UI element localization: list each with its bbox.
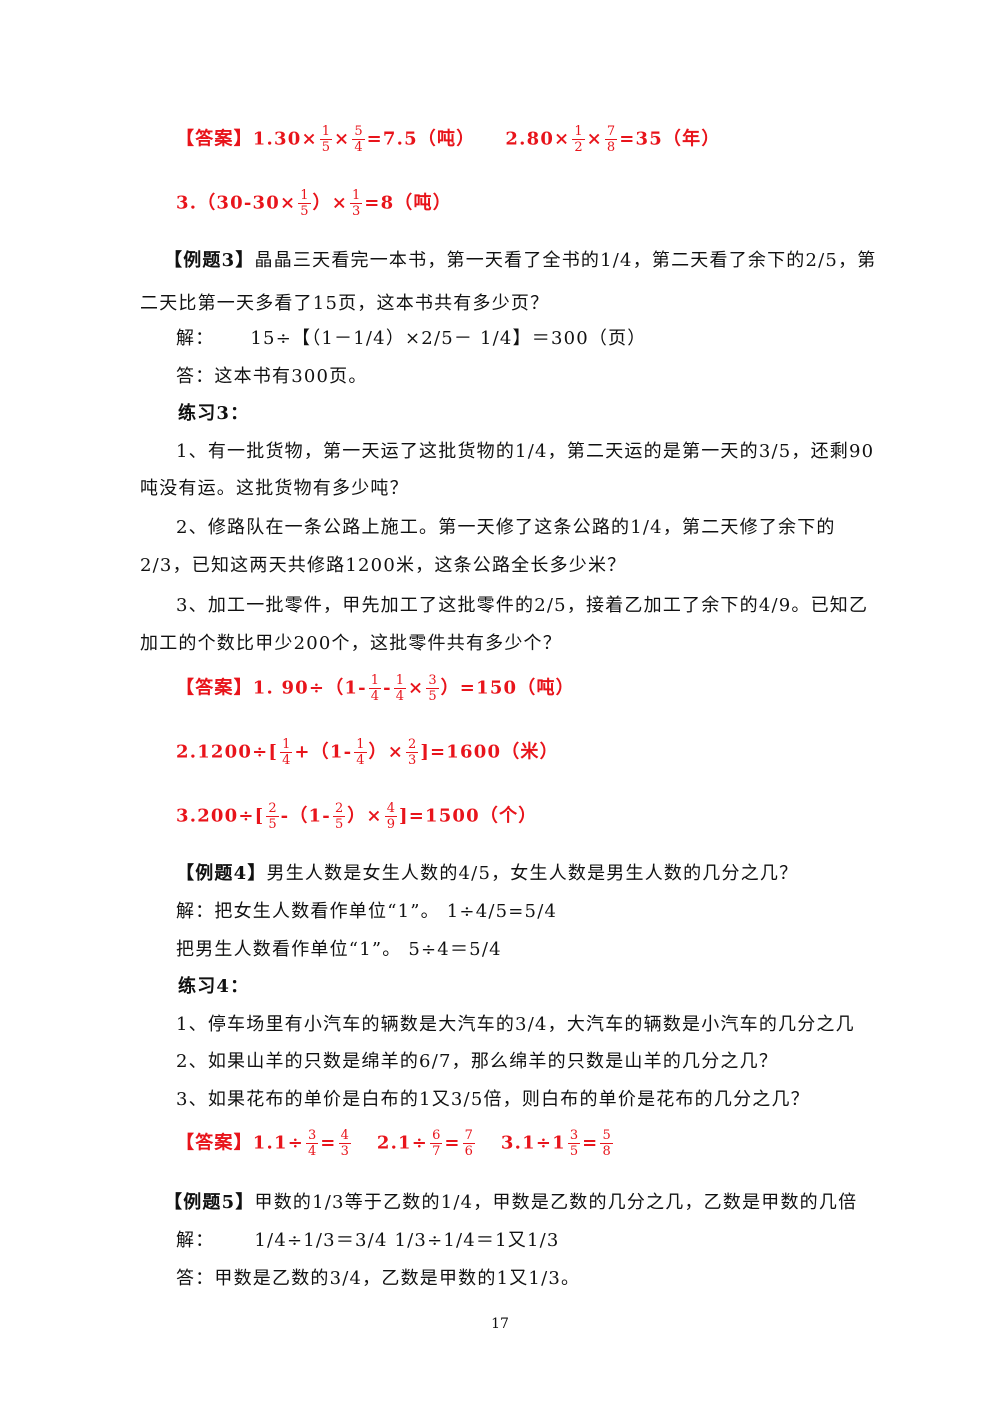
practice-3-title: 练习3： (178, 403, 250, 424)
practice-4-q1: 1、停车场里有小汽车的辆数是大汽车的3/4，大汽车的辆数是小汽车的几分之几 (176, 1014, 855, 1035)
practice-3-q3-cont: 加工的个数比甲少200个，这批零件共有多少个？ (140, 633, 562, 654)
answer-text: 【答案】1.1÷ (176, 1132, 304, 1154)
example-text: 男生人数是女生人数的4/5，女生人数是男生人数的几分之几？ (266, 863, 799, 884)
practice-3-q1: 1、有一批货物，第一天运了这批货物的1/4，第二天运的是第一天的3/5，还剩90 (176, 441, 875, 462)
answer-text: ]=1500（个） (398, 805, 538, 827)
example-3-text-1: 【例题3】晶晶三天看完一本书，第一天看了全书的1/4，第二天看了余下的2/5，第 (164, 246, 876, 272)
solution-label: 解： (176, 328, 215, 349)
solution-text: 1/4÷1/3＝3/4 1/3÷1/4＝1又1/3 (254, 1230, 560, 1251)
example-5-text: 【例题5】甲数的1/3等于乙数的1/4，甲数是乙数的几分之几，乙数是甲数的几倍 (164, 1188, 857, 1214)
mixed-number-integer: 1 (552, 1132, 566, 1154)
example-tag: 【例题4】 (176, 863, 267, 884)
answer-text: - (383, 677, 392, 699)
answer-text: × (334, 128, 351, 150)
example-3-answer: 答：这本书有300页。 (176, 366, 368, 387)
answer-text: ）× (368, 741, 405, 763)
answer-text: +（1- (294, 741, 353, 763)
answer-text: 3.1÷ (500, 1132, 553, 1154)
answer-text: 2.80× (505, 128, 571, 150)
answer-text: ）=150（吨） (440, 677, 575, 699)
answer-text: =7.5（吨） (366, 128, 476, 150)
example-text: 甲数的1/3等于乙数的1/4，甲数是乙数的几分之几，乙数是甲数的几倍 (254, 1192, 858, 1213)
answer-text: -（1- (280, 805, 331, 827)
answer-text: 3.200÷[ (176, 805, 265, 827)
practice-4-q2: 2、如果山羊的只数是绵羊的6/7，那么绵羊的只数是山羊的几分之几？ (176, 1051, 779, 1072)
example-4-text: 【例题4】男生人数是女生人数的4/5，女生人数是男生人数的几分之几？ (176, 859, 798, 885)
example-4-solution-2: 把男生人数看作单位“1”。 5÷4＝5/4 (176, 939, 502, 960)
example-tag: 【例题3】 (164, 250, 255, 271)
example-3-solution: 解： 15÷【（1－1/4）×2/5－ 1/4】＝300（页） (176, 324, 647, 350)
answer-text: ]=1600（米） (420, 741, 559, 763)
answer-text: 【答案】1. 90÷（1- (176, 677, 367, 699)
answer-text: 2.1200÷[ (176, 741, 279, 763)
answer-text: = (582, 1132, 599, 1154)
solution-label: 解： (176, 1230, 215, 1251)
practice-4-q3: 3、如果花布的单价是白布的1又3/5倍，则白布的单价是花布的几分之几？ (176, 1089, 810, 1110)
answer-text: =35（年） (619, 128, 721, 150)
example-5-solution: 解： 1/4÷1/3＝3/4 1/3÷1/4＝1又1/3 (176, 1226, 560, 1252)
answer-text: ）× (312, 192, 349, 214)
answer-text: 【答案】1.30× (176, 128, 318, 150)
answer-text: = (320, 1132, 337, 1154)
answer-text: ）× (347, 805, 383, 827)
example-text: 晶晶三天看完一本书，第一天看了全书的1/4，第二天看了余下的2/5，第 (254, 250, 877, 271)
solution-text: 15÷【（1－1/4）×2/5－ 1/4】＝300（页） (250, 328, 647, 349)
page-number: 17 (491, 1316, 509, 1332)
example-tag: 【例题5】 (164, 1192, 255, 1213)
answer-text: =8（吨） (364, 192, 452, 214)
practice-3-q2-cont: 2/3，已知这两天共修路1200米，这条公路全长多少米？ (140, 555, 627, 576)
practice-3-q1-cont: 吨没有运。这批货物有多少吨？ (140, 478, 409, 499)
practice-3-q3: 3、加工一批零件，甲先加工了这批零件的2/5，接着乙加工了余下的4/9。已知乙 (176, 595, 869, 616)
example-4-solution-1: 解：把女生人数看作单位“1”。 1÷4/5=5/4 (176, 901, 558, 922)
answer-text: 3.（30-30× (176, 192, 297, 214)
answer-text: = (444, 1132, 461, 1154)
answer-text: × (408, 677, 425, 699)
answer-text: 2.1÷ (376, 1132, 429, 1154)
example-3-text-2: 二天比第一天多看了15页，这本书共有多少页？ (140, 293, 550, 314)
example-5-answer: 答：甲数是乙数的3/4，乙数是甲数的1又1/3。 (176, 1268, 581, 1289)
practice-4-title: 练习4： (178, 976, 250, 997)
answer-text: × (586, 128, 603, 150)
practice-3-q2: 2、修路队在一条公路上施工。第一天修了这条公路的1/4，第二天修了余下的 (176, 517, 836, 538)
